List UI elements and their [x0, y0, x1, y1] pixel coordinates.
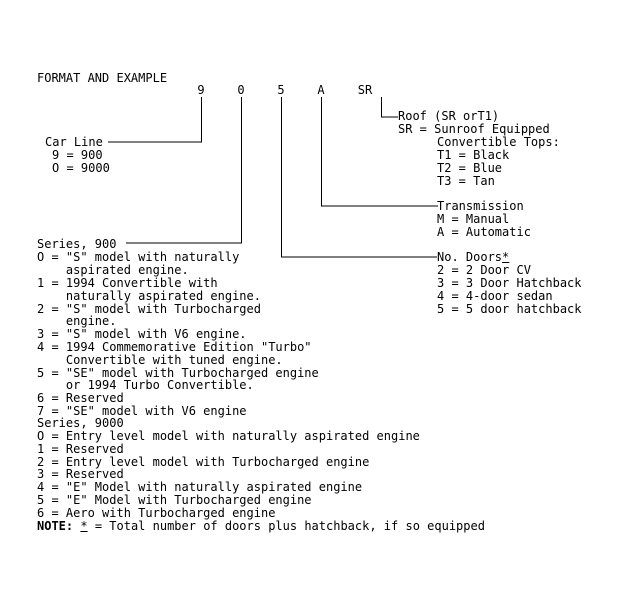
series-900-line: aspirated engine. — [37, 263, 189, 277]
series-900-line: 7 = "SE" model with V6 engine — [37, 404, 247, 418]
footnote: NOTE: * = Total number of doors plus hat… — [37, 520, 485, 533]
series-9000-line: 2 = Entry level model with Turbocharged … — [37, 455, 370, 469]
doors-line: 4 = 4-door sedan — [437, 289, 553, 303]
code-transmission: A — [317, 83, 325, 97]
doors-title-text: No. Doors — [437, 250, 503, 264]
roof-title: Roof (SR orT1) — [398, 109, 500, 123]
series-900-line: naturally aspirated engine. — [37, 289, 261, 303]
doors-footnote-marker: * — [502, 250, 510, 264]
series-9000-line: 3 = Reserved — [37, 467, 124, 481]
series-900-line: or 1994 Turbo Convertible. — [37, 378, 254, 392]
roof-line: T3 = Tan — [437, 174, 495, 188]
car-line-line: O = 9000 — [52, 161, 110, 175]
series-900-connector — [126, 97, 242, 244]
roof-line: T1 = Black — [437, 148, 510, 162]
series-9000-line: 1 = Reserved — [37, 442, 124, 456]
doors-line: 3 = 3 Door Hatchback — [437, 276, 582, 290]
series-900-line: 6 = Reserved — [37, 391, 124, 405]
code-series: 0 — [237, 83, 245, 97]
car-line-line: 9 = 900 — [52, 148, 103, 162]
roof-line: SR = Sunroof Equipped — [398, 122, 550, 136]
series-9000-line: 6 = Aero with Turbocharged engine — [37, 506, 276, 520]
doors-title: No. Doors* — [437, 251, 509, 264]
car-line-title: Car Line — [45, 135, 103, 149]
roof-line: T2 = Blue — [437, 161, 503, 175]
series-900-line: 4 = 1994 Commemorative Edition "Turbo" — [37, 340, 312, 354]
series-900-line: engine. — [37, 314, 117, 328]
car-line-connector — [108, 97, 202, 143]
series-900-line: 3 = "S" model with V6 engine. — [37, 327, 247, 341]
code-doors: 5 — [277, 83, 285, 97]
series-9000-line: 5 = "E" Model with Turbocharged engine — [37, 493, 312, 507]
series-9000-line: O = Entry level model with naturally asp… — [37, 429, 420, 443]
series-900-line: Convertible with tuned engine. — [37, 353, 283, 367]
roof-connector — [381, 97, 398, 118]
series-9000-line: 4 = "E" Model with naturally aspirated e… — [37, 480, 363, 494]
series-900-line: 2 = "S" model with Turbocharged — [37, 302, 261, 316]
note-label: NOTE: — [37, 519, 74, 533]
doors-line: 2 = 2 Door CV — [437, 263, 531, 277]
code-car-line: 9 — [197, 83, 205, 97]
note-text: = Total number of doors plus hatchback, … — [87, 519, 485, 533]
code-roof: SR — [357, 83, 373, 97]
series-9000-title: Series, 9000 — [37, 416, 124, 430]
note-marker: * — [80, 519, 88, 533]
series-900-line: 5 = "SE" model with Turbocharged engine — [37, 366, 319, 380]
series-900-title: Series, 900 — [37, 237, 117, 251]
series-900-line: O = "S" model with naturally — [37, 250, 240, 264]
transmission-line: A = Automatic — [437, 225, 531, 239]
header-title: FORMAT AND EXAMPLE — [37, 71, 168, 85]
transmission-title: Transmission — [437, 199, 524, 213]
roof-line: Convertible Tops: — [437, 135, 560, 149]
transmission-line: M = Manual — [437, 212, 510, 226]
doors-line: 5 = 5 door hatchback — [437, 302, 582, 316]
series-900-line: 1 = 1994 Convertible with — [37, 276, 218, 290]
